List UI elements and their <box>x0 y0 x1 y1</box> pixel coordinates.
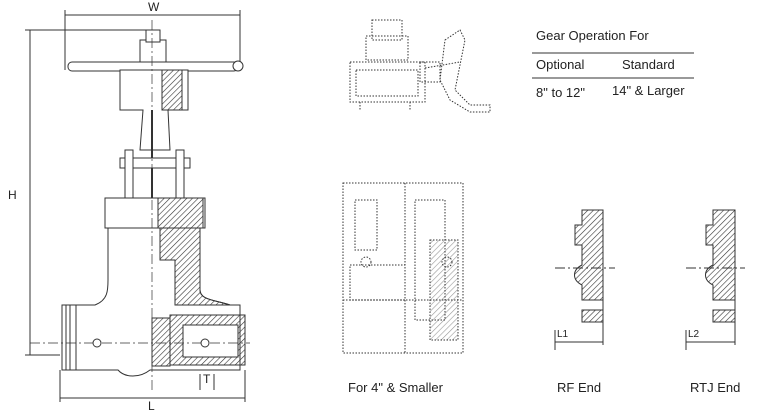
caption-small-valve: For 4" & Smaller <box>348 380 443 395</box>
gear-table-col-optional: Optional <box>536 57 585 72</box>
dim-t-label: T <box>203 372 211 386</box>
caption-rf-end: RF End <box>557 380 602 395</box>
dim-l-label: L <box>148 399 155 413</box>
rtj-end <box>685 209 745 350</box>
dim-h-label: H <box>8 188 17 202</box>
gear-table-standard-value: 14" & Larger <box>612 83 685 98</box>
dim-l2-label: L2 <box>688 329 700 340</box>
dim-w-label: W <box>148 0 160 14</box>
gear-operator <box>349 19 491 113</box>
dim-l1-label: L1 <box>557 329 569 340</box>
rf-end <box>554 209 615 350</box>
caption-rtj-end: RTJ End <box>690 380 741 395</box>
main-valve <box>25 10 250 402</box>
gear-table-title: Gear Operation For <box>536 28 649 43</box>
gear-table-col-standard: Standard <box>622 57 675 72</box>
gear-table-optional-value: 8" to 12" <box>536 85 585 100</box>
gear-table-lines <box>532 52 694 79</box>
